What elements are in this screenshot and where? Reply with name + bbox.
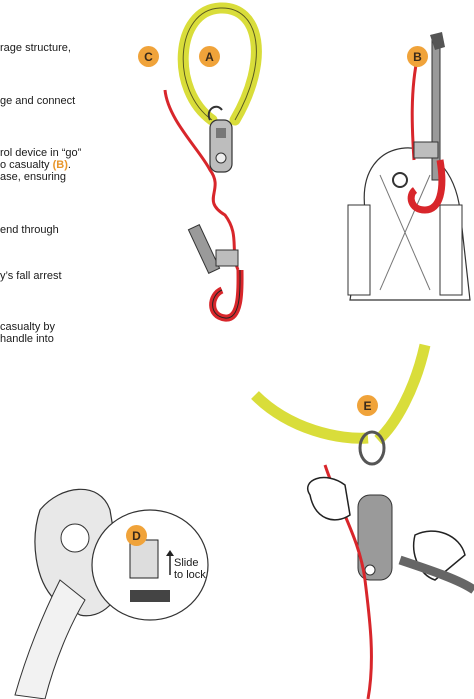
- illustration-e-operation: [250, 340, 474, 699]
- illustration-d-device-closeup: [0, 480, 215, 699]
- reference-b: (B): [53, 159, 68, 171]
- instruction-fragment-3: rol device in “go”: [0, 147, 81, 159]
- badge-e: E: [357, 395, 378, 416]
- badge-b: B: [407, 46, 428, 67]
- instruction-fragment-8: casualty by: [0, 321, 55, 333]
- slide-to-lock-label: Slide to lock: [174, 557, 206, 581]
- badge-a: A: [199, 46, 220, 67]
- badge-d: D: [126, 525, 147, 546]
- instruction-fragment-6: end through: [0, 224, 59, 236]
- instruction-fragment-1: rage structure,: [0, 42, 71, 54]
- instruction-fragment-9: handle into: [0, 333, 54, 345]
- badge-c: C: [138, 46, 159, 67]
- instruction-fragment-2: ge and connect: [0, 95, 75, 107]
- illustration-b-harness: [330, 30, 474, 310]
- instruction-fragment-7: y’s fall arrest: [0, 270, 62, 282]
- instruction-fragment-5: ase, ensuring: [0, 171, 66, 183]
- instruction-fragment-4: o casualty (B).: [0, 159, 71, 171]
